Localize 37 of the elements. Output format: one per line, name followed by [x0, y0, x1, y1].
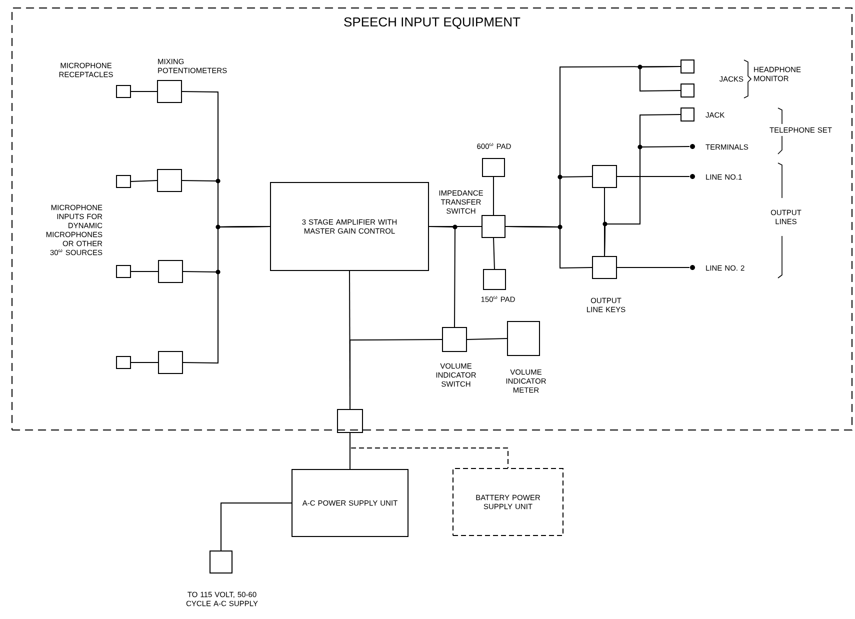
wire: [130, 362, 158, 363]
wire: [493, 176, 494, 216]
potentiometer-box: [158, 351, 183, 374]
meter-box: [507, 321, 540, 356]
wire: [220, 502, 292, 551]
pad-box: [483, 269, 506, 290]
receptacle-box: [116, 356, 131, 369]
jack-box: [680, 108, 694, 122]
receptacle-box: [116, 265, 131, 278]
wire: [466, 338, 508, 340]
pad-box: [482, 158, 505, 177]
key-box: [592, 165, 617, 188]
wire: [130, 91, 158, 92]
potentiometer-box: [158, 260, 183, 283]
wire: [182, 226, 270, 364]
receptacle-box: [116, 85, 131, 98]
receptacle-box: [116, 175, 131, 188]
switch-box: [482, 215, 506, 238]
wire: [604, 146, 690, 256]
potentiometer-box: [157, 80, 182, 103]
connector-box: [337, 409, 363, 433]
plug-box: [210, 550, 232, 574]
wire: [505, 226, 592, 268]
potentiometer-box: [157, 169, 182, 192]
switch-box: [442, 327, 467, 352]
wire: [130, 271, 158, 272]
wire: [428, 226, 456, 328]
wire: [616, 267, 690, 268]
jack-box: [680, 84, 694, 98]
wire: [616, 176, 690, 177]
wire: [130, 180, 158, 182]
jack-box: [680, 60, 694, 74]
wire: [350, 339, 442, 410]
wire: [640, 66, 681, 92]
key-box: [592, 256, 617, 279]
wire: [350, 432, 508, 468]
wire: [493, 238, 495, 270]
